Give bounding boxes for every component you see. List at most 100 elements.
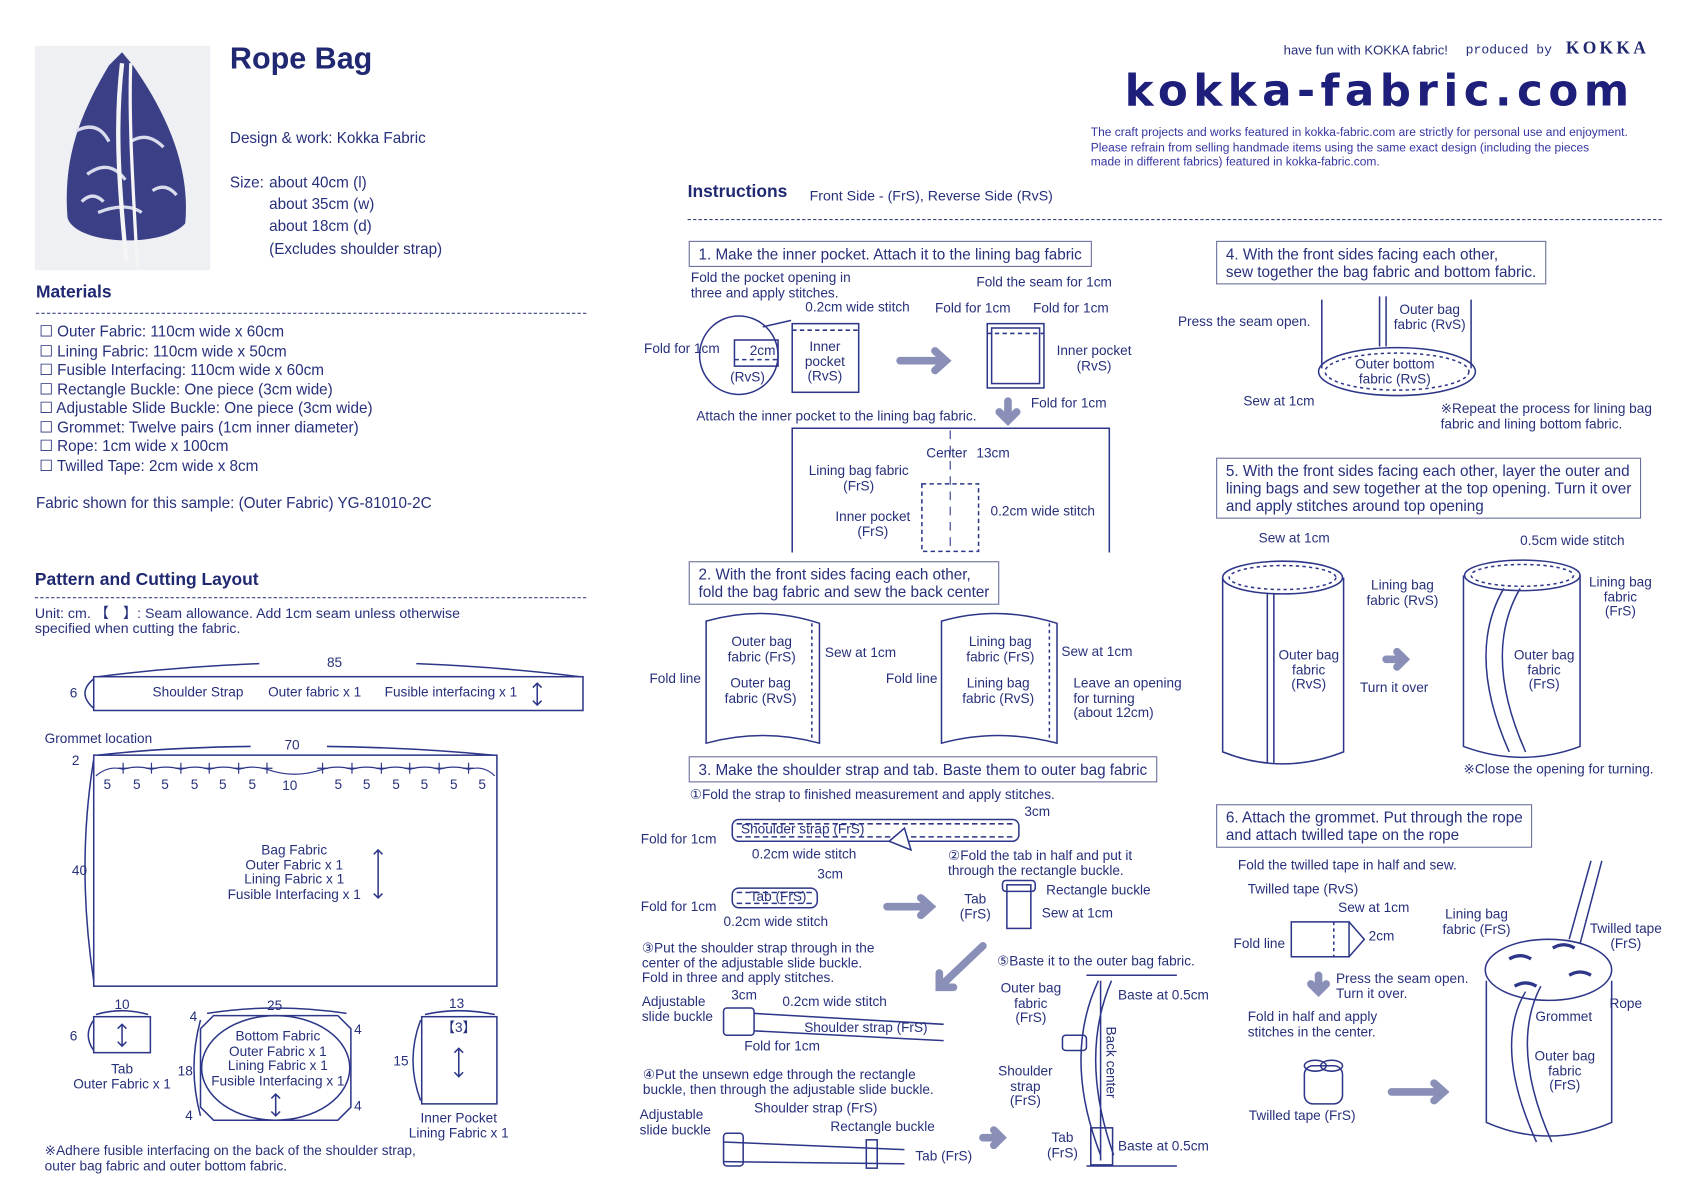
diagram-label: 0.2cm wide stitch [723,914,829,930]
sample-fabric: Fabric shown for this sample: (Outer Fab… [35,493,432,512]
piece-label: Fusible interfacing x 1 [384,684,518,700]
diagram-label: Back center [1103,1026,1119,1099]
material-item: ☐ Rope: 1cm wide x 100cm [39,436,229,455]
diagram-label: 3cm [817,866,844,882]
diagram-label: Fold line [649,671,701,687]
diagram-label: Twilled tape (RvS) [1247,881,1359,897]
diagram-label: 2cm [1368,928,1395,944]
diagram-label: Fold the twilled tape in half and sew. [1237,857,1457,873]
dim-label: 10 [114,997,130,1013]
diagram-label: Inner pocket (RvS) [804,338,845,384]
dim-label: 4 [189,1009,198,1025]
diagram-label: Lining bag fabric (FrS) [1588,574,1652,619]
diagram-label: Shoulder strap (FrS) [754,1100,878,1116]
diagram-label: Adjustable slide buckle [639,1107,711,1138]
piece-label: Bag Fabric Outer Fabric x 1 Lining Fabri… [227,842,361,902]
diagram-label: Tab (FrS) [959,891,991,922]
diagram-label: ③Put the shoulder strap through in the c… [641,940,875,986]
diagram-label: Fold the pocket opening in three and app… [690,270,851,301]
diagram-label: Inner pocket (RvS) [1056,343,1132,374]
diagram-label: Fold for 1cm [640,899,717,915]
diagram-label: 13cm [976,445,1010,461]
diagram-label: Fold for 1cm [644,341,720,357]
diagram-label: Sew at 1cm [824,645,897,661]
produced-by: produced by [1465,42,1552,58]
diagram-label: Tab (FrS) [749,889,807,905]
diagram-label: Grommet [1535,1009,1593,1025]
dim-label: 70 [284,737,300,753]
bag-pattern-piece [92,754,498,987]
pattern-heading: Pattern and Cutting Layout [34,571,259,590]
diagram-label: Adjustable slide buckle [641,993,714,1024]
diagram-label: Fold line [1233,936,1286,952]
dim-label: 18 [177,1063,193,1079]
diagram-label: Rectangle buckle [1046,882,1151,898]
diagram-label: Fold for 1cm [1030,395,1107,411]
material-item: ☐ Fusible Interfacing: 110cm wide x 60cm [39,360,324,379]
spacing-label: 5 [132,776,141,793]
dim-label: 4 [185,1108,193,1124]
diagram-label: ⑤Baste it to the outer bag fabric. [997,953,1195,969]
diagram-label: Outer bag fabric (FrS) [727,634,796,665]
diagram-label: ①Fold the strap to finished measurement … [689,786,1055,803]
diagram-label: 0.5cm wide stitch [1520,532,1625,549]
dim-label: 2 [71,752,80,769]
diagram-label: Fold for 1cm [744,1038,820,1054]
piece-label: Inner Pocket Lining Fabric x 1 [408,1110,509,1141]
dim-label: 4 [354,1098,362,1114]
diagram-label: 0.2cm wide stitch [805,299,910,315]
side-legend: Front Side - (FrS), Reverse Side (RvS) [809,187,1053,204]
spacing-label: 5 [420,776,429,793]
material-item: ☐ Lining Fabric: 110cm wide x 50cm [39,341,287,360]
dim-label: 13 [449,995,465,1012]
step-6-title: 6. Attach the grommet. Put through the r… [1216,804,1533,848]
spacing-label: 5 [478,776,486,793]
dim-label: 25 [267,998,283,1014]
diagram-label: (RvS) [730,369,765,385]
spacing-label: 5 [219,776,227,793]
grommet-label: Grommet location [44,731,153,747]
diagram-label: Baste at 0.5cm [1118,1138,1209,1154]
spacing-label: 5 [450,776,458,793]
instructions-heading: Instructions [687,183,788,202]
material-item: ☐ Adjustable Slide Buckle: One piece (3c… [39,398,373,417]
diagram-label: Sew at 1cm [1258,530,1330,546]
step-5-title: 5. With the front sides facing each othe… [1216,457,1642,519]
size-width: about 35cm (w) [269,195,375,213]
diagram-label: Attach the inner pocket to the lining ba… [696,408,977,424]
dim-label: 15 [393,1053,409,1069]
diagram-label: Fold for 1cm [934,300,1011,317]
piece-label: Shoulder Strap [152,684,244,700]
seam-label: 【3】 [441,1019,477,1036]
step-1-title: 1. Make the inner pocket. Attach it to t… [688,240,1092,267]
diagram-label: Press the seam open. [1177,313,1311,330]
site-logo[interactable]: kokka-fabric.com [1124,66,1635,117]
spacing-label: 5 [161,776,169,793]
dim-label: 6 [69,685,78,701]
diagram-label: Twilled tape (FrS) [1589,920,1662,951]
brand-logo: KOKKA [1565,39,1650,58]
diagram-label: Leave an opening for turning (about 12cm… [1073,675,1182,721]
diagram-label: Inner pocket (FrS) [835,508,911,539]
size-depth: about 18cm (d) [269,216,372,235]
diagram-label: ②Fold the tab in half and put it through… [948,847,1133,878]
diagram-label: Rope [1609,995,1643,1012]
diagram-label: Tab (FrS) [915,1148,973,1164]
diagram-label: Sew at 1cm [1041,905,1113,921]
diagram-label: 2cm [749,343,776,359]
diagram-label: Lining bag fabric (FrS) [1442,906,1511,937]
diagram-label: 3cm [1024,804,1051,820]
dim-label: 4 [354,1022,362,1038]
size-note: (Excludes shoulder strap) [269,239,443,258]
page-title: Rope Bag [229,41,373,76]
dim-label: 40 [71,863,88,879]
spacing-label: 5 [362,776,371,793]
diagram-label: Fold line [885,671,938,687]
diagram-label: Baste at 0.5cm [1118,987,1209,1003]
diagram-label: Shoulder strap (FrS) [804,1019,928,1036]
diagram-label: Lining bag fabric (FrS) [966,634,1035,665]
diagram-label: Outer bag fabric (RvS) [1278,647,1340,692]
material-item: ☐ Outer Fabric: 110cm wide x 60cm [39,322,285,340]
